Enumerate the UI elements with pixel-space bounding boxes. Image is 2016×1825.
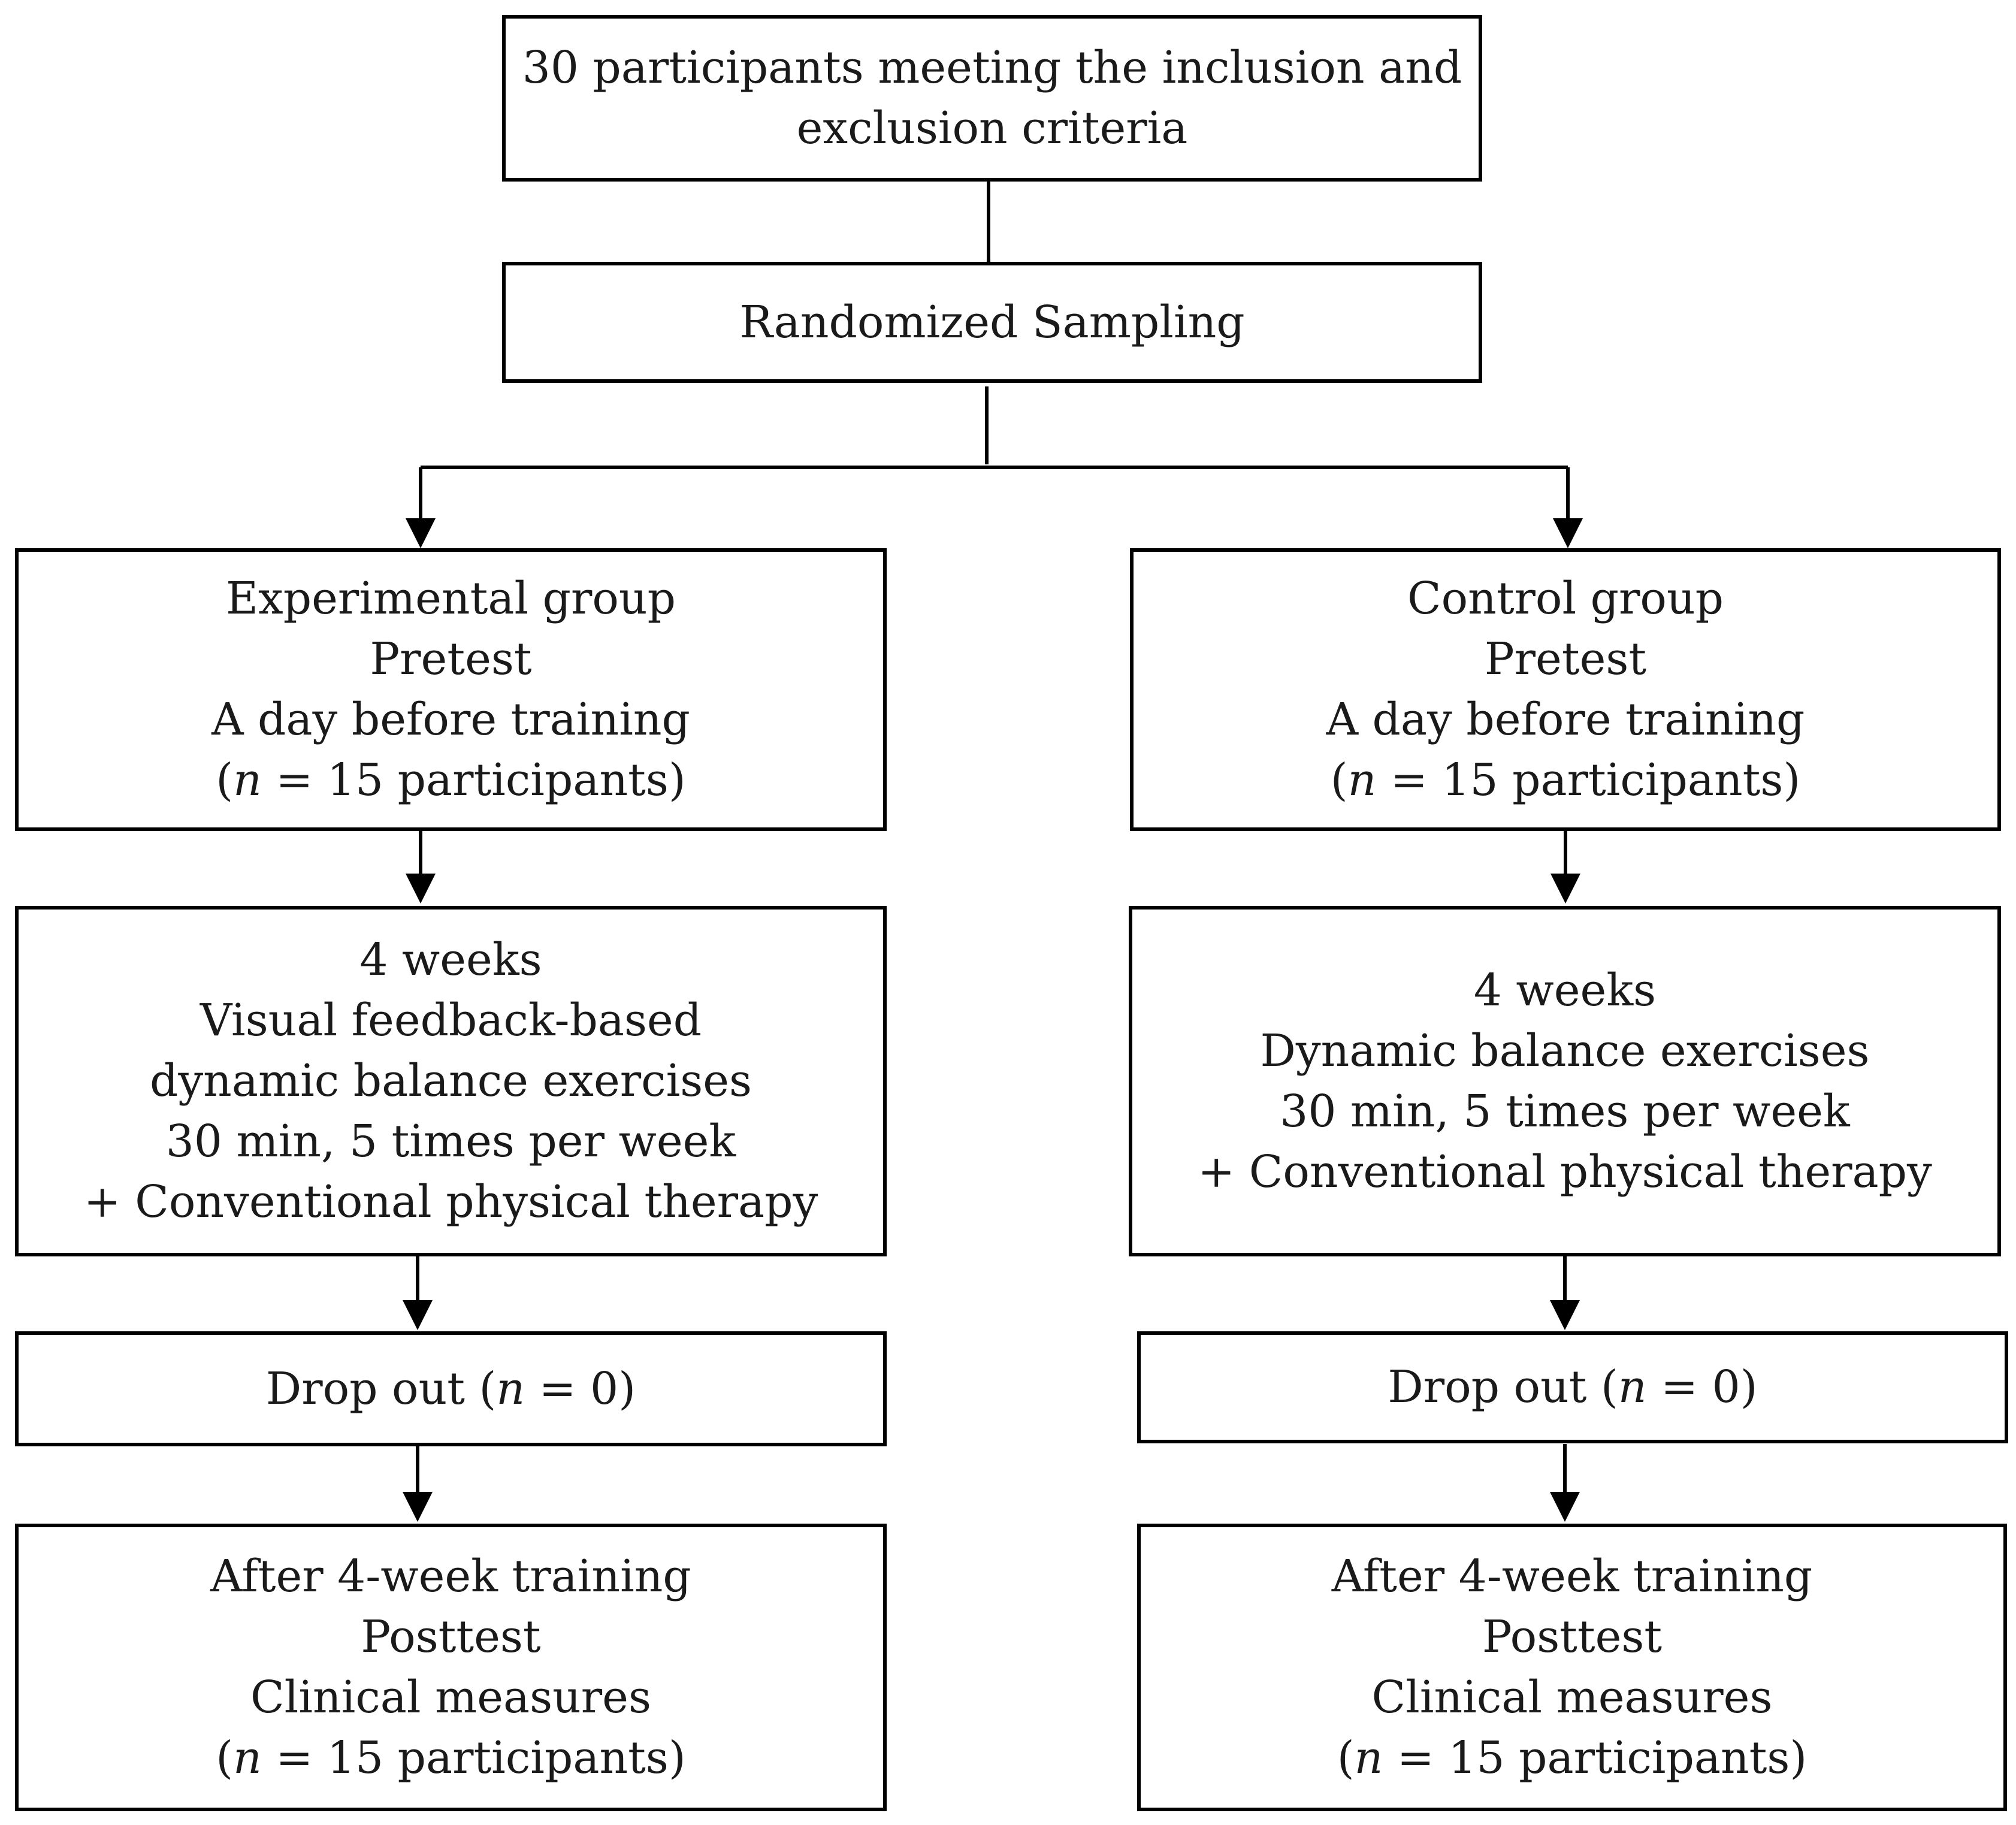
experimental-pretest-box: Experimental group Pretest A day before … (15, 548, 887, 831)
control-pretest-count: (n = 15 participants) (1330, 754, 1801, 806)
experimental-group-label: Experimental group (226, 573, 676, 624)
control-intervention-box: 4 weeks Dynamic balance exercises 30 min… (1129, 906, 2001, 1256)
experimental-exercise-line-1: Visual feedback-based (200, 995, 702, 1046)
arrow-exp-to-posttest (403, 1492, 433, 1522)
experimental-measures-label: Clinical measures (250, 1672, 651, 1723)
randomization-box: Randomized Sampling (502, 262, 1482, 383)
experimental-dropout-label: Drop out (n = 0) (265, 1362, 636, 1415)
arrow-ctl-to-posttest (1550, 1492, 1580, 1522)
experimental-posttest-label: Posttest (361, 1611, 541, 1663)
control-exercise-line-1: Dynamic balance exercises (1260, 1025, 1870, 1077)
experimental-pretest-timing: A day before training (211, 694, 690, 745)
control-posttest-timing: After 4-week training (1331, 1551, 1813, 1602)
experimental-addon: + Conventional physical therapy (83, 1176, 818, 1228)
control-schedule: 30 min, 5 times per week (1280, 1085, 1850, 1137)
randomization-label: Randomized Sampling (739, 296, 1245, 348)
control-addon: + Conventional physical therapy (1198, 1146, 1932, 1198)
control-group-label: Control group (1407, 573, 1724, 624)
control-pretest-label: Pretest (1484, 633, 1647, 685)
experimental-posttest-box: After 4-week training Posttest Clinical … (15, 1524, 887, 1811)
experimental-intervention-box: 4 weeks Visual feedback-based dynamic ba… (15, 906, 887, 1256)
eligibility-line-2: exclusion criteria (796, 102, 1188, 154)
control-posttest-count: (n = 15 participants) (1337, 1732, 1808, 1784)
experimental-exercise-line-2: dynamic balance exercises (150, 1055, 752, 1107)
experimental-posttest-timing: After 4-week training (210, 1551, 691, 1602)
experimental-duration: 4 weeks (359, 934, 542, 986)
control-pretest-box: Control group Pretest A day before train… (1130, 548, 2001, 831)
eligibility-line-1: 30 participants meeting the inclusion an… (522, 42, 1462, 93)
arrow-exp-to-dropout (403, 1300, 433, 1330)
arrow-ctl-to-intervention (1550, 874, 1580, 904)
control-posttest-box: After 4-week training Posttest Clinical … (1137, 1524, 2007, 1811)
arrow-ctl-to-dropout (1550, 1300, 1580, 1330)
experimental-dropout-box: Drop out (n = 0) (15, 1331, 887, 1446)
experimental-pretest-count: (n = 15 participants) (216, 754, 686, 806)
control-measures-label: Clinical measures (1371, 1672, 1773, 1723)
control-pretest-timing: A day before training (1326, 694, 1805, 745)
control-dropout-box: Drop out (n = 0) (1137, 1331, 2008, 1443)
control-dropout-label: Drop out (n = 0) (1388, 1361, 1758, 1413)
control-posttest-label: Posttest (1482, 1611, 1663, 1663)
experimental-posttest-count: (n = 15 participants) (216, 1732, 686, 1784)
arrow-to-control (1553, 518, 1583, 548)
experimental-schedule: 30 min, 5 times per week (165, 1116, 736, 1167)
eligibility-box: 30 participants meeting the inclusion an… (502, 15, 1482, 182)
arrow-exp-to-intervention (406, 874, 436, 904)
experimental-pretest-label: Pretest (370, 633, 532, 685)
arrow-to-experimental (406, 518, 436, 548)
control-duration: 4 weeks (1473, 964, 1657, 1016)
